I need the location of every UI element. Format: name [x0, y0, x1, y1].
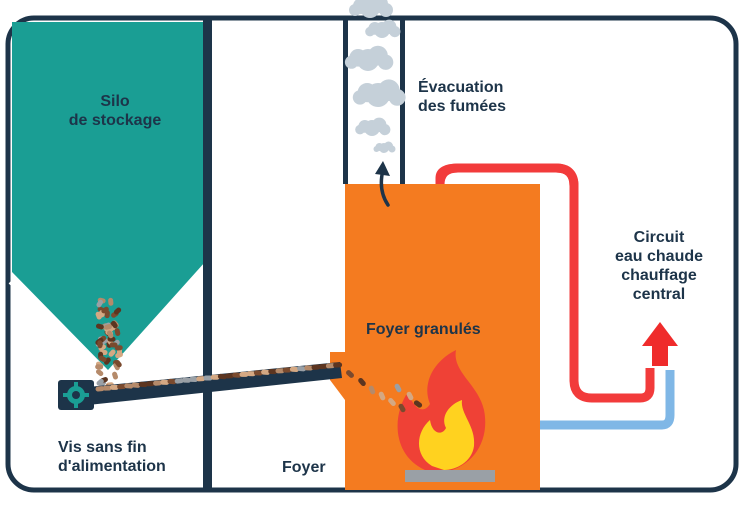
gear-icon: [58, 380, 94, 410]
pellet: [406, 391, 414, 401]
pellet: [368, 385, 376, 395]
pellet: [325, 363, 335, 369]
boiler-body: [330, 184, 540, 490]
pellet: [246, 371, 256, 377]
pellet: [107, 336, 116, 342]
pellet: [96, 378, 104, 386]
pellet: [189, 376, 199, 382]
flame-icon: [397, 350, 495, 482]
cloud-icon: [365, 19, 401, 38]
pellet: [333, 362, 343, 368]
pellet: [210, 374, 220, 380]
pellet: [261, 369, 271, 375]
pellet: [117, 384, 127, 390]
pellet: [97, 340, 103, 349]
pellet: [96, 299, 104, 308]
pellet: [108, 349, 116, 357]
pellet: [108, 297, 114, 306]
pellet: [153, 380, 163, 386]
pellet: [297, 365, 307, 372]
pellet: [131, 382, 141, 388]
cloud-icon: [373, 141, 396, 153]
label-evacuation: Évacuation des fumées: [418, 79, 507, 115]
cloud-icon: [344, 45, 394, 71]
arrow-up-icon: [642, 322, 678, 366]
pellet: [196, 376, 206, 382]
label-vis-sans-fin: Vis sans fin d'alimentation: [58, 439, 166, 475]
pellet: [253, 370, 263, 376]
smoke-clouds: [344, 0, 406, 153]
pellet: [110, 320, 118, 329]
pellet: [358, 377, 366, 387]
falling-pellets: [346, 370, 423, 413]
divider-wall: [203, 18, 212, 490]
pellet: [104, 324, 113, 330]
pellet: [181, 377, 191, 383]
pellet: [102, 385, 112, 391]
pellet: [289, 366, 299, 372]
pellet: [282, 367, 292, 373]
pellet: [413, 400, 423, 408]
chimney-left-wall: [343, 18, 348, 184]
pellet: [106, 330, 114, 339]
pellet: [346, 370, 354, 378]
pellet: [114, 359, 122, 368]
pellet: [318, 363, 328, 370]
feed-screw: [58, 362, 423, 413]
label-circuit: Circuit eau chaude chauffage central: [614, 229, 704, 303]
pellet: [113, 307, 122, 315]
pellet: [109, 384, 119, 390]
label-foyer-granules: Foyer granulés: [366, 321, 481, 338]
cloud-icon: [352, 79, 406, 107]
smoke-exit-arrowhead: [375, 161, 390, 176]
pellet: [95, 323, 104, 330]
pellet: [174, 378, 184, 384]
silo-hopper-outline: [8, 266, 207, 377]
pellet: [114, 345, 123, 351]
cloud-icon: [355, 117, 391, 136]
label-foyer: Foyer: [282, 459, 326, 476]
pellet: [124, 383, 134, 389]
pellet: [268, 368, 278, 375]
pellet: [160, 379, 170, 385]
burner-grate: [405, 470, 495, 482]
pellet: [304, 365, 314, 371]
pellet: [378, 391, 386, 401]
hot-pipe-front: [435, 163, 579, 187]
pellet: [114, 328, 121, 336]
pellet: [101, 306, 109, 314]
pellet: [138, 381, 148, 388]
pellet: [311, 364, 321, 370]
screw-pellets: [95, 362, 343, 392]
pellet: [115, 352, 123, 359]
pellet: [145, 381, 155, 387]
pellet: [98, 355, 107, 363]
pellet: [112, 371, 119, 380]
pellet: [95, 364, 104, 370]
pellet: [398, 403, 406, 413]
pellet: [232, 372, 242, 378]
pellet: [217, 373, 227, 380]
silo-fill: [12, 22, 205, 370]
pellet: [388, 397, 396, 407]
pellet: [225, 373, 235, 379]
pellet: [203, 375, 213, 381]
pellet: [394, 383, 402, 393]
pellet: [239, 371, 249, 377]
label-silo: Silo de stockage: [68, 93, 162, 129]
pellet: [275, 368, 285, 374]
pellet: [95, 369, 104, 377]
pellet: [167, 378, 177, 385]
cloud-icon: [349, 0, 393, 18]
pellet: [95, 386, 105, 392]
